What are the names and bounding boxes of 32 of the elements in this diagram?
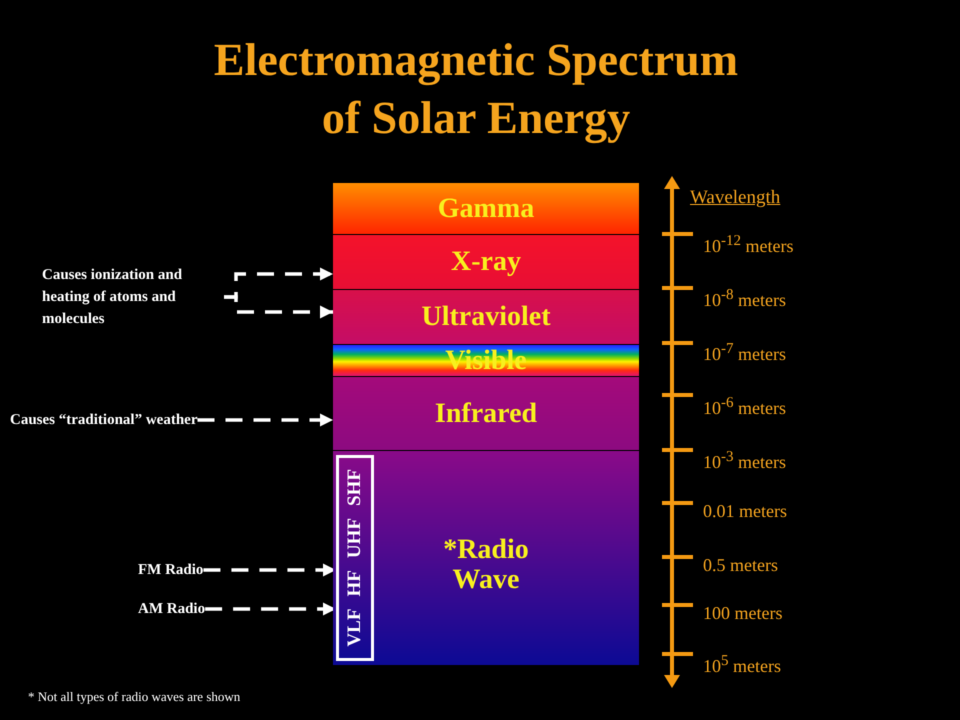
tick-label: 0.5 meters [703,554,778,576]
frequency-box [336,455,374,661]
tick-label: 10$^{-12}$ meters [703,232,794,257]
tick-label: 10$^{-7}$ meters [703,340,786,365]
footnote: * Not all types of radio waves are shown [28,689,240,705]
annotation-text: Causes ionization and heating of atoms and molecules [42,264,224,330]
annotation-text: AM Radio [138,598,206,620]
band-label: Infrared [434,398,538,428]
dashed-arrow [198,414,333,426]
tick-label: 0.01 meters [703,500,787,522]
tick-label: 10$^{-3}$ meters [703,448,786,473]
tick-label: 10$^{-6}$ meters [703,394,786,419]
spectrum-band [333,344,639,376]
spectrum-band [333,376,639,450]
tick-label: 100 meters [703,602,782,624]
band-label: X-ray [451,247,521,277]
annotation-text: FM Radio [138,559,204,581]
tick-label: 10$^{5}$ meters [703,652,781,677]
tick-label: 10$^{-8}$ meters [703,286,786,311]
axis-title: Wavelength [690,186,780,209]
spectrum-band [333,182,639,235]
dashed-arrow [224,295,333,318]
frequency-label: VLF HF UHF SHF [344,469,366,647]
band-label: Ultraviolet [421,302,551,332]
annotation-text: Causes “traditional” weather [10,409,198,431]
band-label: Visible [445,346,527,376]
spectrum-band [333,234,639,289]
spectrum-band [333,450,639,665]
band-label: Gamma [438,194,534,224]
band-label: *Radio Wave [442,535,530,595]
spectrum-band [333,289,639,344]
diagram-title: Electromagnetic Spectrum of Solar Energy [212,33,740,146]
